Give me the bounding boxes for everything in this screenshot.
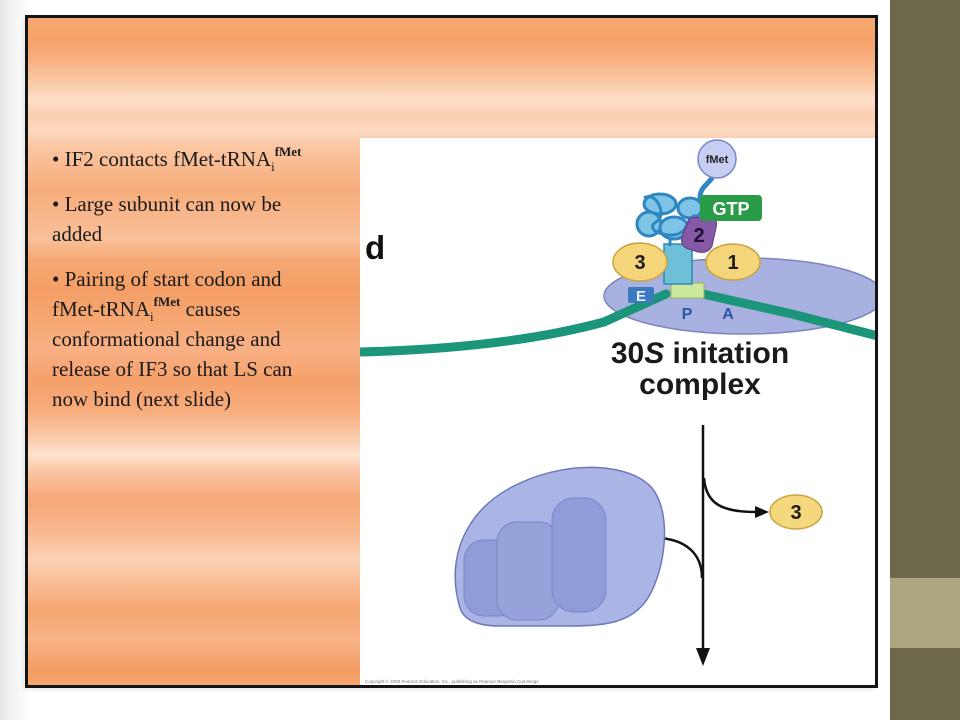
trna-anticodon-stem xyxy=(663,243,693,285)
released-if3-label: 3 xyxy=(790,502,801,524)
e-site-box xyxy=(628,287,654,303)
large-subunit-50s xyxy=(454,466,666,627)
copyright-text: Copyright © 2008 Pearson Education, Inc.… xyxy=(365,678,539,684)
title-unit: S xyxy=(644,337,664,370)
fmet-circle xyxy=(697,139,737,179)
binding-arrow xyxy=(659,536,704,579)
slide: IF2 contacts fMet-tRNAifMet Large subuni… xyxy=(25,15,878,688)
complex-title: 30S initation xyxy=(611,337,789,370)
mrna-strand-right xyxy=(698,289,875,340)
superscript: fMet xyxy=(153,294,181,309)
bullet-line: Large subunit can now be xyxy=(52,189,357,219)
bullet-line: Pairing of start codon and xyxy=(52,264,357,294)
diagram-panel: d E P A xyxy=(360,138,875,685)
bullet-text: fMet-tRNA xyxy=(52,297,150,321)
bullet-list: IF2 contacts fMet-tRNAifMet Large subuni… xyxy=(52,144,357,414)
bullet-marker xyxy=(52,192,65,216)
reaction-arrowhead xyxy=(696,648,710,666)
bullet-line: IF2 contacts fMet-tRNAifMet xyxy=(52,144,357,174)
if1-label: 1 xyxy=(727,252,738,274)
p-site-label: P xyxy=(682,306,693,323)
bullet-item: Large subunit can now be added xyxy=(52,189,357,249)
superscript: fMet xyxy=(274,144,302,159)
bullet-text: IF2 contacts fMet-tRNA xyxy=(64,147,272,171)
title-number: 30 xyxy=(611,337,644,370)
bullet-line: fMet-tRNAifMet causes xyxy=(52,294,357,324)
e-site-label: E xyxy=(636,288,646,305)
if2-label: 2 xyxy=(693,225,704,247)
if3-label: 3 xyxy=(634,252,645,274)
bullet-line: added xyxy=(52,222,103,246)
bullet-item: Pairing of start codon and fMet-tRNAifMe… xyxy=(52,264,357,414)
a-site-label: A xyxy=(722,306,734,323)
bullet-marker xyxy=(52,267,65,291)
if1-factor xyxy=(705,243,761,281)
subscript: i xyxy=(150,309,154,324)
complex-title-line2: complex xyxy=(639,368,761,401)
start-codon xyxy=(670,282,705,299)
fmet-label: fMet xyxy=(706,154,729,166)
bullet-line: now bind (next slide) xyxy=(52,387,232,411)
panel-letter: d xyxy=(365,229,385,266)
initiation-diagram: d E P A xyxy=(360,139,875,684)
release-arrow xyxy=(702,477,757,514)
bullet-line: conformational change and xyxy=(52,327,281,351)
if3-factor xyxy=(612,242,668,282)
gtp-box xyxy=(700,195,762,221)
title-rest: initation xyxy=(664,337,789,370)
subscript: i xyxy=(271,159,275,174)
bullet-text: Pairing of start codon and xyxy=(64,267,282,291)
gtp-label: GTP xyxy=(712,199,749,219)
mrna-strand-left xyxy=(360,289,671,357)
bullet-item: IF2 contacts fMet-tRNAifMet xyxy=(52,144,357,174)
released-if3 xyxy=(769,494,823,530)
bullet-text: causes xyxy=(180,297,241,321)
bullet-line: release of IF3 so that LS can xyxy=(52,357,293,381)
bullet-marker xyxy=(52,147,65,171)
theme-sidebar-accent xyxy=(890,578,960,648)
bullet-text: Large subunit can now be xyxy=(64,192,282,216)
release-arrowhead xyxy=(755,506,769,518)
